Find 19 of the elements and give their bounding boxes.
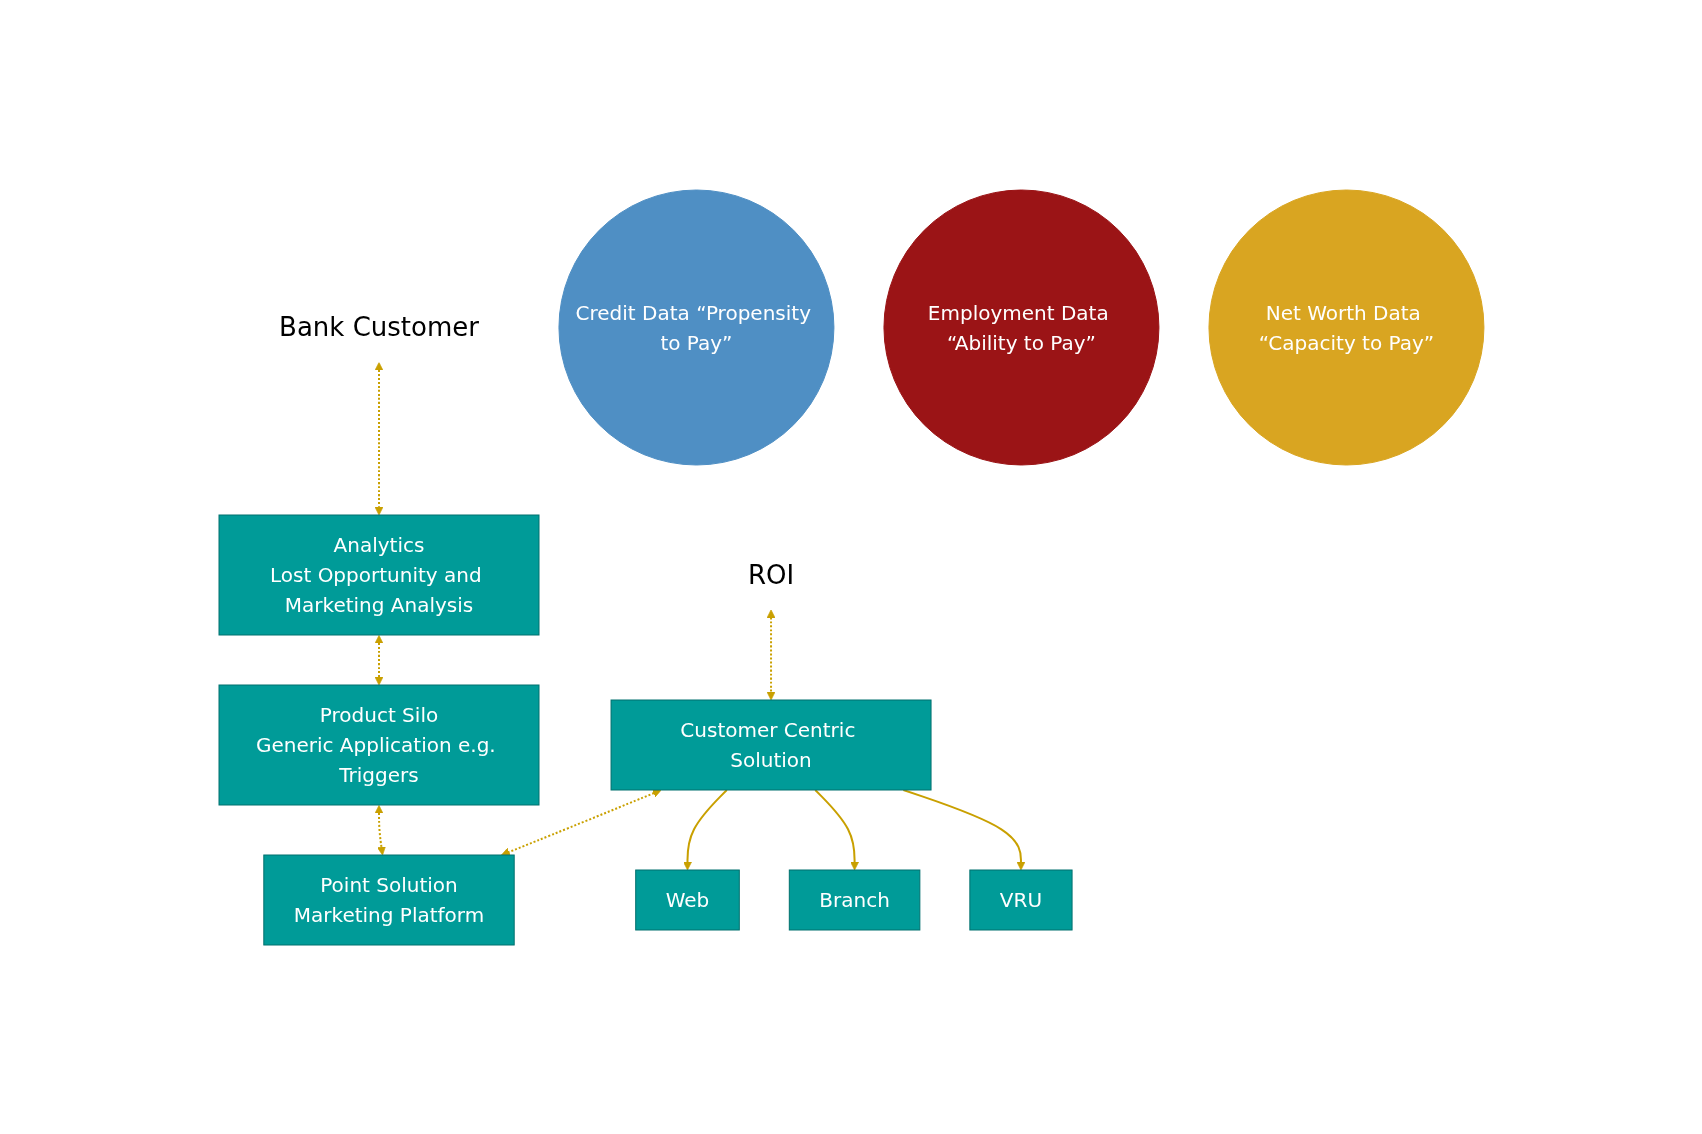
arrow (500, 788, 661, 856)
node-circle: Net Worth Data “Capacity to Pay” (1207, 189, 1484, 465)
arrow (374, 634, 383, 685)
node-box: Point Solution Marketing Platform (262, 854, 515, 945)
node-box: VRU (968, 869, 1073, 930)
node-box: Analytics Lost Opportunity and Marketing Analysis (218, 514, 540, 635)
arrow (766, 609, 775, 700)
node-circle: Credit Data “Propensity to Pay” (557, 189, 834, 465)
arrow (374, 361, 383, 515)
node-text: ROI (747, 559, 794, 589)
node-text: Bank Customer (278, 311, 479, 342)
arrow (813, 788, 859, 870)
node-box: Product Silo Generic Application e.g. Triggers (218, 684, 540, 805)
node-box: Customer Centric Solution (610, 699, 932, 790)
arrow (682, 788, 728, 870)
node-circle: Employment Data “Ability to Pay” (882, 189, 1159, 465)
node-box: Web (634, 869, 740, 930)
node-box: Branch (788, 869, 920, 930)
arrow (374, 804, 386, 855)
